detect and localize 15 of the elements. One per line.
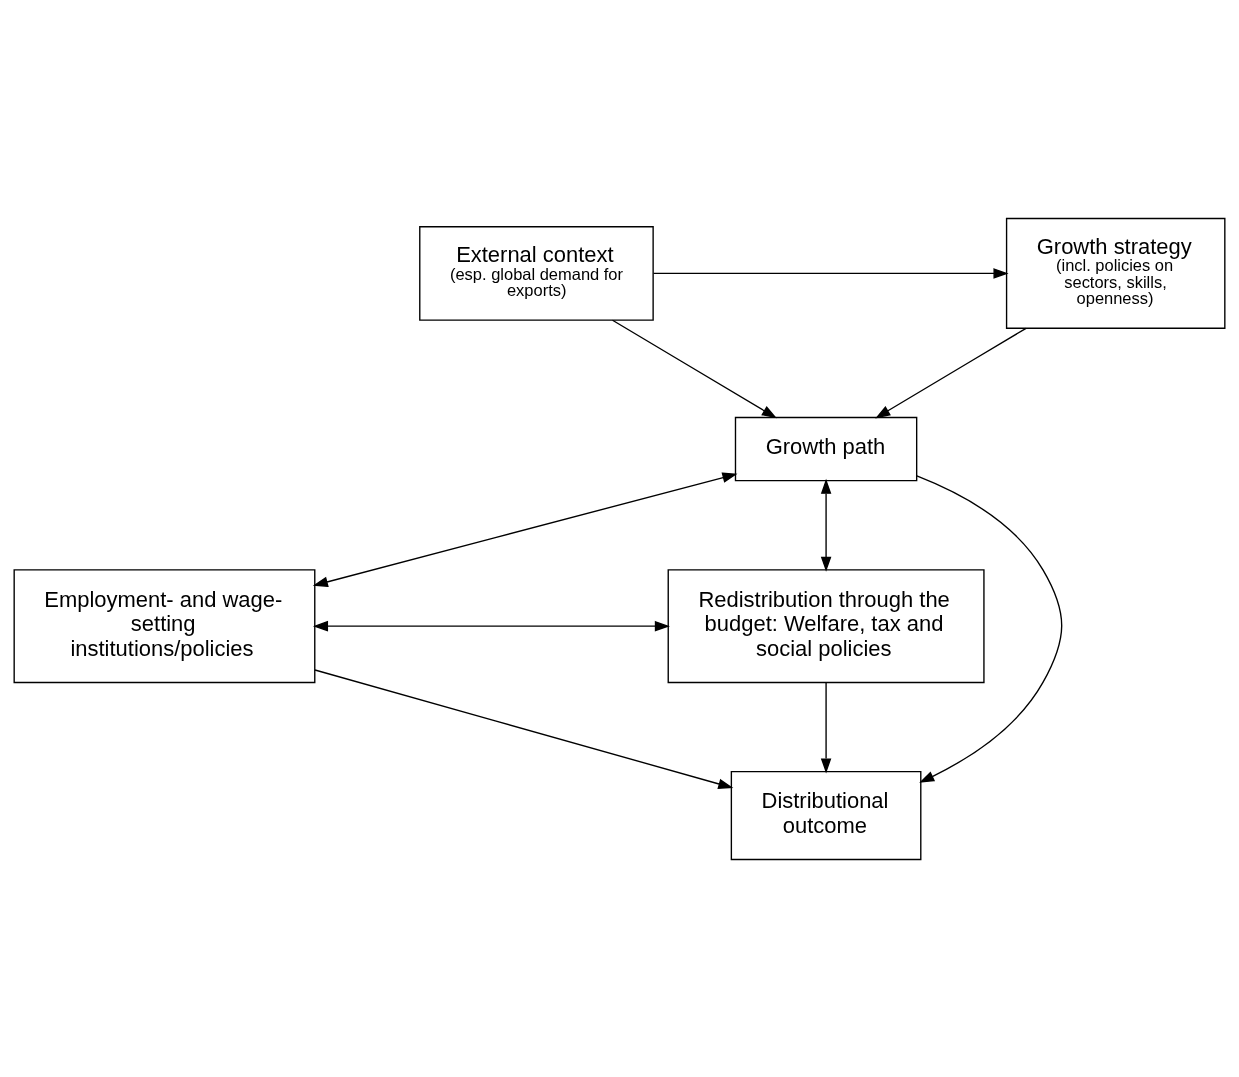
arrow xyxy=(314,668,734,789)
node-box: Employment- and wage-setting institutions/policies xyxy=(13,568,316,683)
arrow xyxy=(652,267,1009,279)
arrow xyxy=(611,319,777,418)
arrow xyxy=(875,327,1027,418)
node-box: Redistribution through the budget: Welfare, tax and social policies xyxy=(667,568,985,683)
arrow xyxy=(820,478,832,572)
node-box: Growth path xyxy=(734,416,918,481)
arrow xyxy=(916,474,1063,783)
arrow xyxy=(312,472,738,587)
node-box: Distributional outcome xyxy=(730,770,922,860)
node-box: Growth strategy (incl. policies on sectors, skills, openness) xyxy=(1005,217,1226,329)
node-box: External context (esp. global demand for exports) xyxy=(419,225,654,321)
arrow xyxy=(312,620,670,631)
arrow xyxy=(820,681,832,773)
